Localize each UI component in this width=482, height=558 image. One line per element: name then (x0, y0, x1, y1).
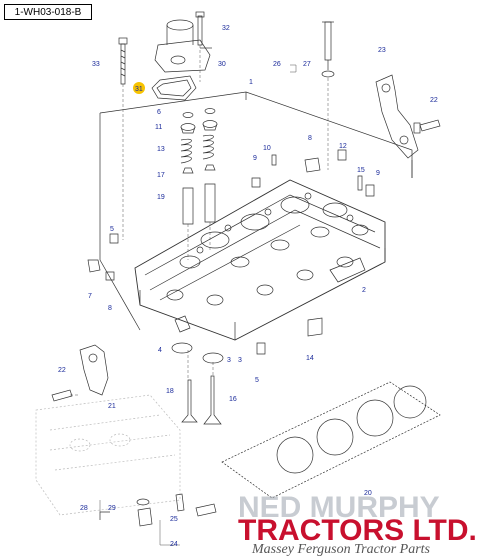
callout-1: 1 (249, 79, 253, 86)
callout-22: 22 (58, 367, 66, 374)
callout-7: 7 (88, 293, 92, 300)
callout-4: 4 (158, 347, 162, 354)
callout-27: 27 (303, 61, 311, 68)
callout-29: 29 (108, 505, 116, 512)
callout-20: 20 (364, 490, 372, 497)
callout-highlight (133, 82, 145, 94)
callout-5: 5 (110, 226, 114, 233)
valve-16 (203, 375, 222, 425)
cylinder-head (134, 179, 386, 341)
watermark-tagline: Massey Ferguson Tractor Parts (251, 542, 431, 557)
head-gasket (221, 381, 441, 499)
gasket-31 (151, 75, 197, 101)
valve-18 (181, 379, 198, 423)
callout-19: 19 (157, 194, 165, 201)
callout-10: 10 (263, 145, 271, 152)
callout-26: 26 (273, 61, 281, 68)
callout-32: 32 (222, 25, 230, 32)
callout-15: 15 (357, 167, 365, 174)
top-component (154, 19, 212, 73)
callout-14: 14 (306, 355, 314, 362)
callout-2: 2 (362, 287, 366, 294)
callout-13: 13 (157, 146, 165, 153)
callout-12: 12 (339, 143, 347, 150)
sensor-27 (324, 21, 332, 61)
callout-9: 9 (253, 155, 257, 162)
watermark: NED MURPHY TRACTORS LTD. Massey Ferguson… (238, 491, 477, 557)
valve-train (180, 108, 218, 225)
bracket-23 (375, 74, 419, 159)
callout-11: 11 (155, 124, 162, 131)
callout-33: 33 (92, 61, 100, 68)
callout-8: 8 (108, 305, 112, 312)
callout-17: 17 (157, 172, 165, 179)
watermark-line2: TRACTORS LTD. (238, 514, 477, 547)
callout-31: 31 (135, 86, 143, 93)
diagram-reference-code: 1-WH03-018-B (4, 4, 92, 20)
bolt-32 (197, 15, 203, 46)
callout-28: 28 (80, 505, 88, 512)
callout-22: 22 (430, 97, 438, 104)
callout-3: 3 (227, 357, 231, 364)
callout-24: 24 (170, 541, 178, 548)
callout-25: 25 (170, 516, 178, 523)
callout-3: 3 (238, 357, 242, 364)
bracket-21 (79, 344, 109, 396)
callout-9: 9 (376, 170, 380, 177)
callout-6: 6 (157, 109, 161, 116)
callout-8: 8 (308, 135, 312, 142)
assembly-frame (99, 91, 413, 260)
watermark-line1: NED MURPHY (238, 491, 440, 524)
callout-30: 30 (218, 61, 226, 68)
callout-18: 18 (166, 388, 174, 395)
callout-21: 21 (108, 403, 116, 410)
callout-5: 5 (255, 377, 259, 384)
callout-23: 23 (378, 47, 386, 54)
callout-16: 16 (229, 396, 237, 403)
